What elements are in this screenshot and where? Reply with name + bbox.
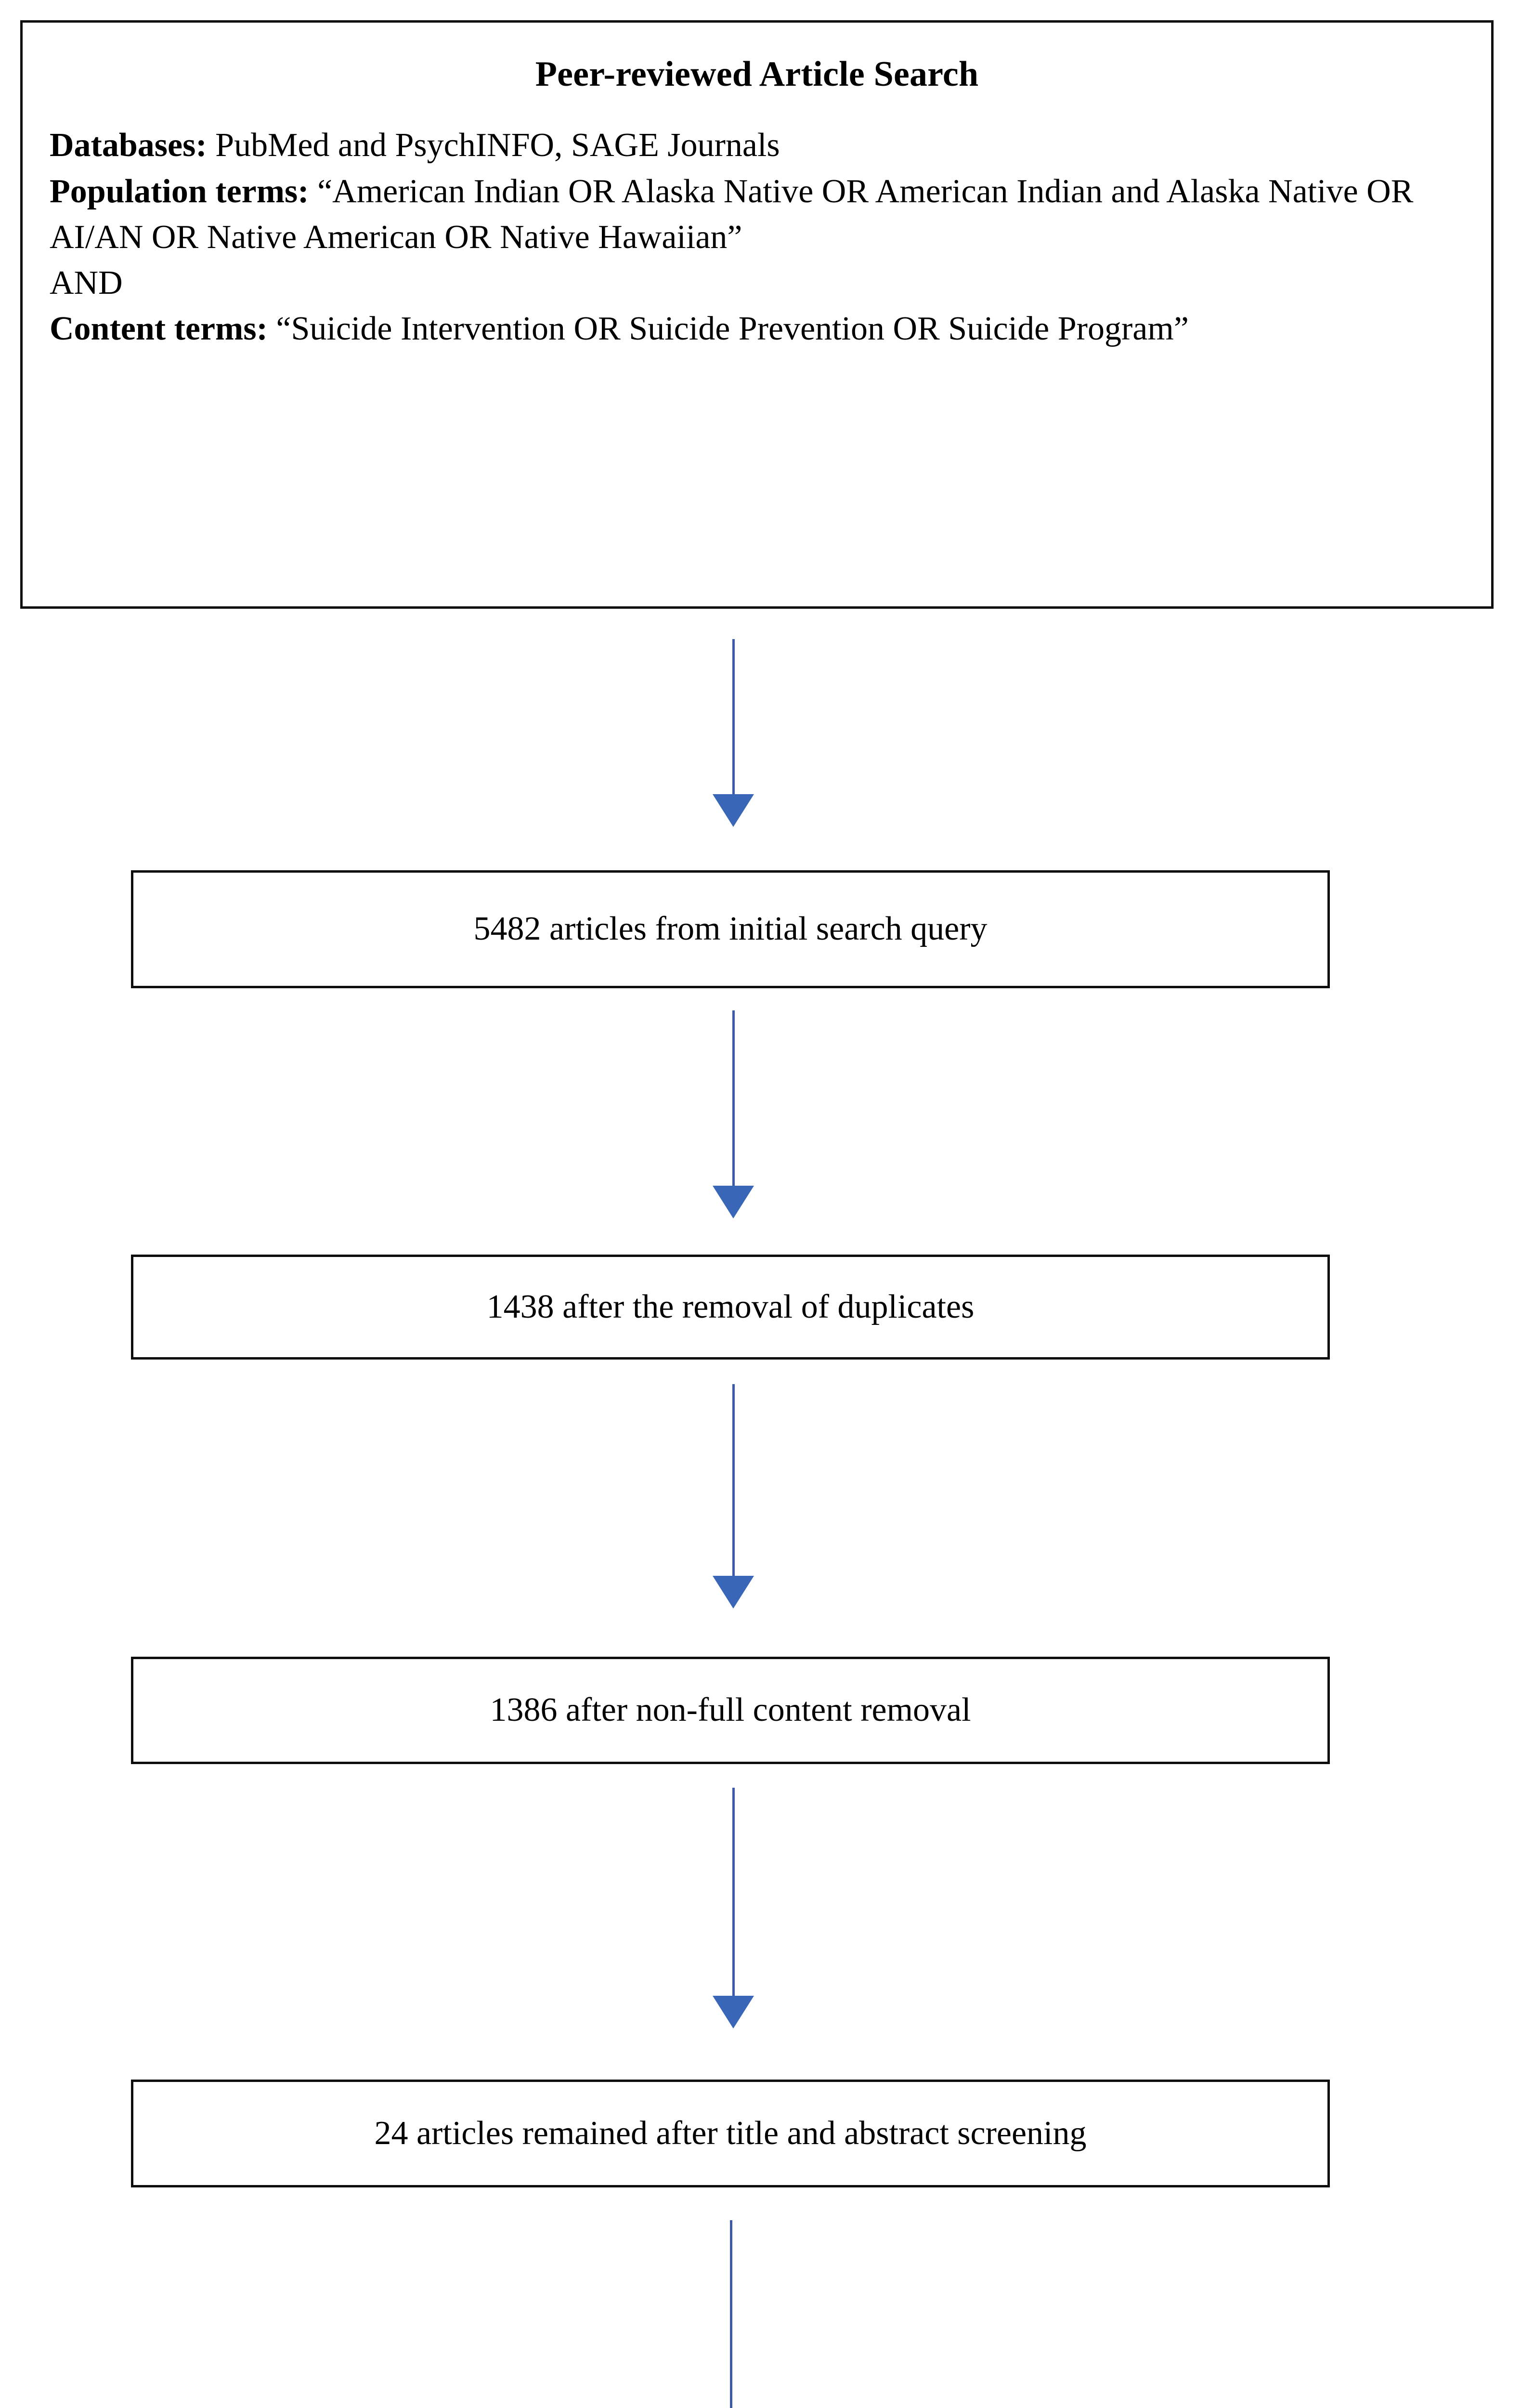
arrow-shaft — [732, 1384, 735, 1577]
search-criteria-box: Peer-reviewed Article Search Databases: … — [20, 20, 1494, 609]
search-line-population-terms: Population terms: “American Indian OR Al… — [50, 169, 1464, 260]
population-terms-label: Population terms: — [50, 172, 309, 210]
arrow-head — [713, 1576, 754, 1609]
arrow-shaft — [732, 1010, 735, 1187]
arrow-head — [713, 794, 754, 827]
databases-label: Databases: — [50, 127, 207, 164]
stage-box-non-full-content-removed: 1386 after non-full content removal — [131, 1657, 1330, 1764]
search-line-and-operator: AND — [50, 260, 1464, 306]
down-arrow-icon-1 — [713, 639, 754, 827]
search-line-content-terms: Content terms: “Suicide Intervention OR … — [50, 306, 1464, 352]
databases-value: PubMed and PsychINFO, SAGE Journals — [207, 127, 780, 164]
arrow-head — [713, 1996, 754, 2028]
search-line-databases: Databases: PubMed and PsychINFO, SAGE Jo… — [50, 122, 1464, 168]
down-arrow-icon-5 — [710, 2220, 752, 2408]
arrow-shaft — [732, 1788, 735, 1997]
content-terms-value: “Suicide Intervention OR Suicide Prevent… — [267, 310, 1189, 348]
arrow-head — [713, 1186, 754, 1218]
stage-box-initial-search: 5482 articles from initial search query — [131, 870, 1330, 988]
population-terms-value: “American Indian OR Alaska Native OR Ame… — [50, 172, 1420, 256]
stage-label: 1386 after non-full content removal — [490, 1691, 971, 1729]
stage-label: 1438 after the removal of duplicates — [486, 1288, 975, 1325]
stage-label: 24 articles remained after title and abs… — [374, 2114, 1087, 2152]
stage-label: 5482 articles from initial search query — [473, 910, 988, 948]
content-terms-label: Content terms: — [50, 310, 268, 348]
search-box-body: Databases: PubMed and PsychINFO, SAGE Jo… — [50, 122, 1464, 352]
search-box-title: Peer-reviewed Article Search — [535, 54, 979, 94]
down-arrow-icon-3 — [713, 1384, 754, 1609]
and-operator-value: AND — [50, 264, 123, 301]
stage-box-duplicates-removed: 1438 after the removal of duplicates — [131, 1255, 1330, 1360]
down-arrow-icon-2 — [713, 1010, 754, 1218]
down-arrow-icon-4 — [713, 1788, 754, 2028]
arrow-shaft — [732, 639, 735, 795]
arrow-shaft — [730, 2220, 732, 2408]
stage-box-title-abstract-screening: 24 articles remained after title and abs… — [131, 2080, 1330, 2187]
